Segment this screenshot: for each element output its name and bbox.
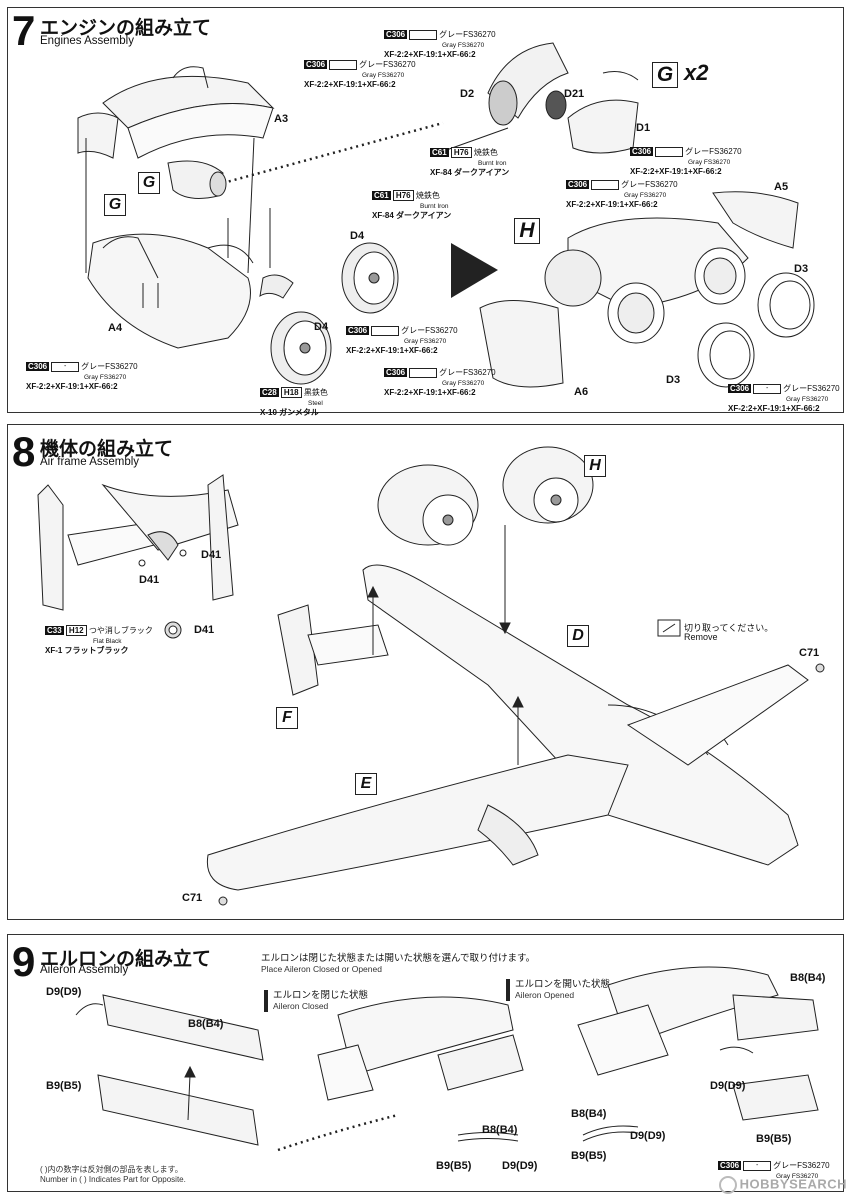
paint-callout: C306-グレーFS36270 Gray FS36270 XF-2:2+XF-1… [26, 362, 138, 391]
subassembly-label-h: H [514, 218, 540, 244]
paint-callout: C61 H76 焼鉄色 Burnt Iron XF-84 ダークアイアン [430, 147, 510, 177]
part-label: C71 [799, 647, 820, 659]
part-label: D3 [794, 263, 809, 275]
part-label: D1 [636, 122, 651, 134]
subassembly-label-g: G [104, 194, 126, 216]
part-label: D21 [564, 88, 585, 100]
part-label: A6 [574, 386, 589, 398]
part-label: B9(B5) [436, 1160, 472, 1172]
step-title: エルロンの組み立て [40, 949, 212, 970]
step-9-panel: 9 エルロンの組み立て Aileron Assembly エルロンは閉じた状態ま… [7, 934, 844, 1192]
part-label: D2 [460, 88, 475, 100]
engines-assembly-illustration [77, 42, 815, 388]
part-label: D4 [314, 321, 329, 333]
part-label: D9(D9) [46, 986, 82, 998]
part-label: D4 [350, 230, 365, 242]
subassembly-label-f: F [276, 707, 298, 729]
part-label: D41 [139, 574, 160, 586]
part-label: B8(B4) [482, 1124, 518, 1136]
part-label: A4 [108, 322, 123, 334]
step-title: 機体の組み立て [40, 439, 174, 460]
paint-callout: C306-グレーFS36270 Gray FS36270 [718, 1161, 830, 1180]
remove-note-en: Remove [684, 632, 718, 642]
quantity-label: x2 [684, 60, 709, 85]
subassembly-label-g: G [138, 172, 160, 194]
part-label: A5 [774, 181, 789, 193]
paint-callout: C306-グレーFS36270 Gray FS36270 XF-2:2+XF-1… [728, 384, 840, 413]
watermark-text: HOBBYSEARCH [739, 1176, 847, 1192]
step-number: 9 [12, 938, 36, 985]
opened-option-title: エルロンを開いた状態 Aileron Opened [506, 979, 610, 1001]
part-label: D41 [194, 624, 215, 636]
subassembly-label-h: H [584, 455, 606, 477]
step-number: 8 [12, 428, 36, 475]
step-8-panel: 8 機体の組み立て Air frame Assembly [7, 424, 844, 920]
paint-callout: C61 H76 焼鉄色 Burnt Iron XF-84 ダークアイアン [372, 190, 452, 220]
part-label: B8(B4) [571, 1108, 607, 1120]
aileron-assembly-illustration [75, 966, 819, 1152]
part-label: B9(B5) [756, 1133, 792, 1145]
step-number: 7 [12, 7, 36, 54]
part-label: B9(B5) [46, 1080, 82, 1092]
part-label: C71 [182, 892, 203, 904]
opened-title-en: Aileron Opened [515, 990, 575, 1000]
aileron-instruction: エルロンは閉じた状態または開いた状態を選んで取り付けます。 [261, 953, 536, 964]
part-label: D9(D9) [630, 1130, 666, 1142]
paint-callout: C28 H18 黒鉄色 Steel X-10 ガンメタル [260, 387, 328, 417]
step-subtitle: Engines Assembly [40, 35, 134, 47]
step-7-panel: 7 エンジンの組み立て Engines Assembly [7, 7, 844, 417]
part-label: B8(B4) [790, 972, 826, 984]
watermark-icon [718, 1176, 737, 1194]
subassembly-label-g: G [652, 62, 678, 88]
part-label: D9(D9) [710, 1080, 746, 1092]
paint-callout: C33 H12 つや消しブラック Flat Black XF-1 フラットブラッ… [45, 625, 153, 655]
part-label: D3 [666, 374, 681, 386]
subassembly-label-d: D [567, 625, 589, 647]
part-label: B9(B5) [571, 1150, 607, 1162]
step-title: エンジンの組み立て [40, 18, 212, 39]
step-subtitle: Aileron Assembly [40, 964, 129, 976]
footnote: ( )内の数字は反対側の部品を表します。 [40, 1165, 183, 1174]
remove-note: 切り取ってください。 [684, 623, 774, 633]
opened-title-jp: エルロンを開いた状態 [515, 979, 611, 990]
watermark: HOBBYSEARCH [718, 1176, 847, 1194]
closed-title-jp: エルロンを閉じた状態 [273, 990, 369, 1001]
subassembly-label-e: E [355, 773, 377, 795]
airframe-assembly-illustration [37, 446, 825, 906]
part-label: D41 [201, 549, 222, 561]
part-label: D9(D9) [502, 1160, 538, 1172]
footnote-en: Number in ( ) Indicates Part for Opposit… [40, 1175, 186, 1184]
part-label: B8(B4) [188, 1018, 224, 1030]
closed-option-title: エルロンを閉じた状態 Aileron Closed [264, 990, 368, 1012]
step-subtitle: Air frame Assembly [40, 456, 140, 468]
aileron-instruction-en: Place Aileron Closed or Opened [261, 964, 382, 974]
closed-title-en: Aileron Closed [273, 1001, 329, 1011]
part-label: A3 [274, 113, 289, 125]
